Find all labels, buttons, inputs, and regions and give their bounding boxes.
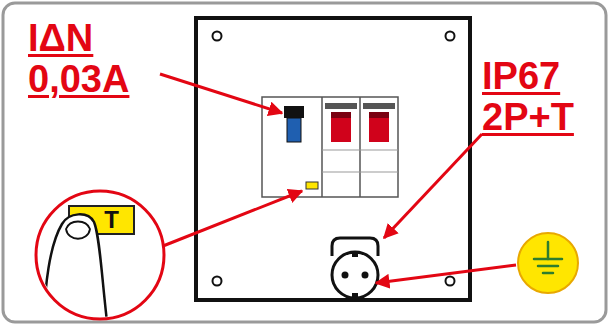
thumb [44,214,108,325]
leader-arrows [160,74,516,283]
panel-screws [213,32,455,286]
outer-frame [3,3,606,322]
socket-outlet [332,238,378,298]
magnifier-circle [36,191,164,319]
breaker-module [262,97,398,197]
earth-badge [518,233,578,293]
spec-label: IΔN 0,03A [28,18,129,100]
button-letter: T [70,207,133,233]
test-button: T [68,205,135,235]
spec-label: IP67 2P+T [482,56,574,138]
enclosure-panel [196,18,470,300]
thumb-nail [66,222,90,239]
